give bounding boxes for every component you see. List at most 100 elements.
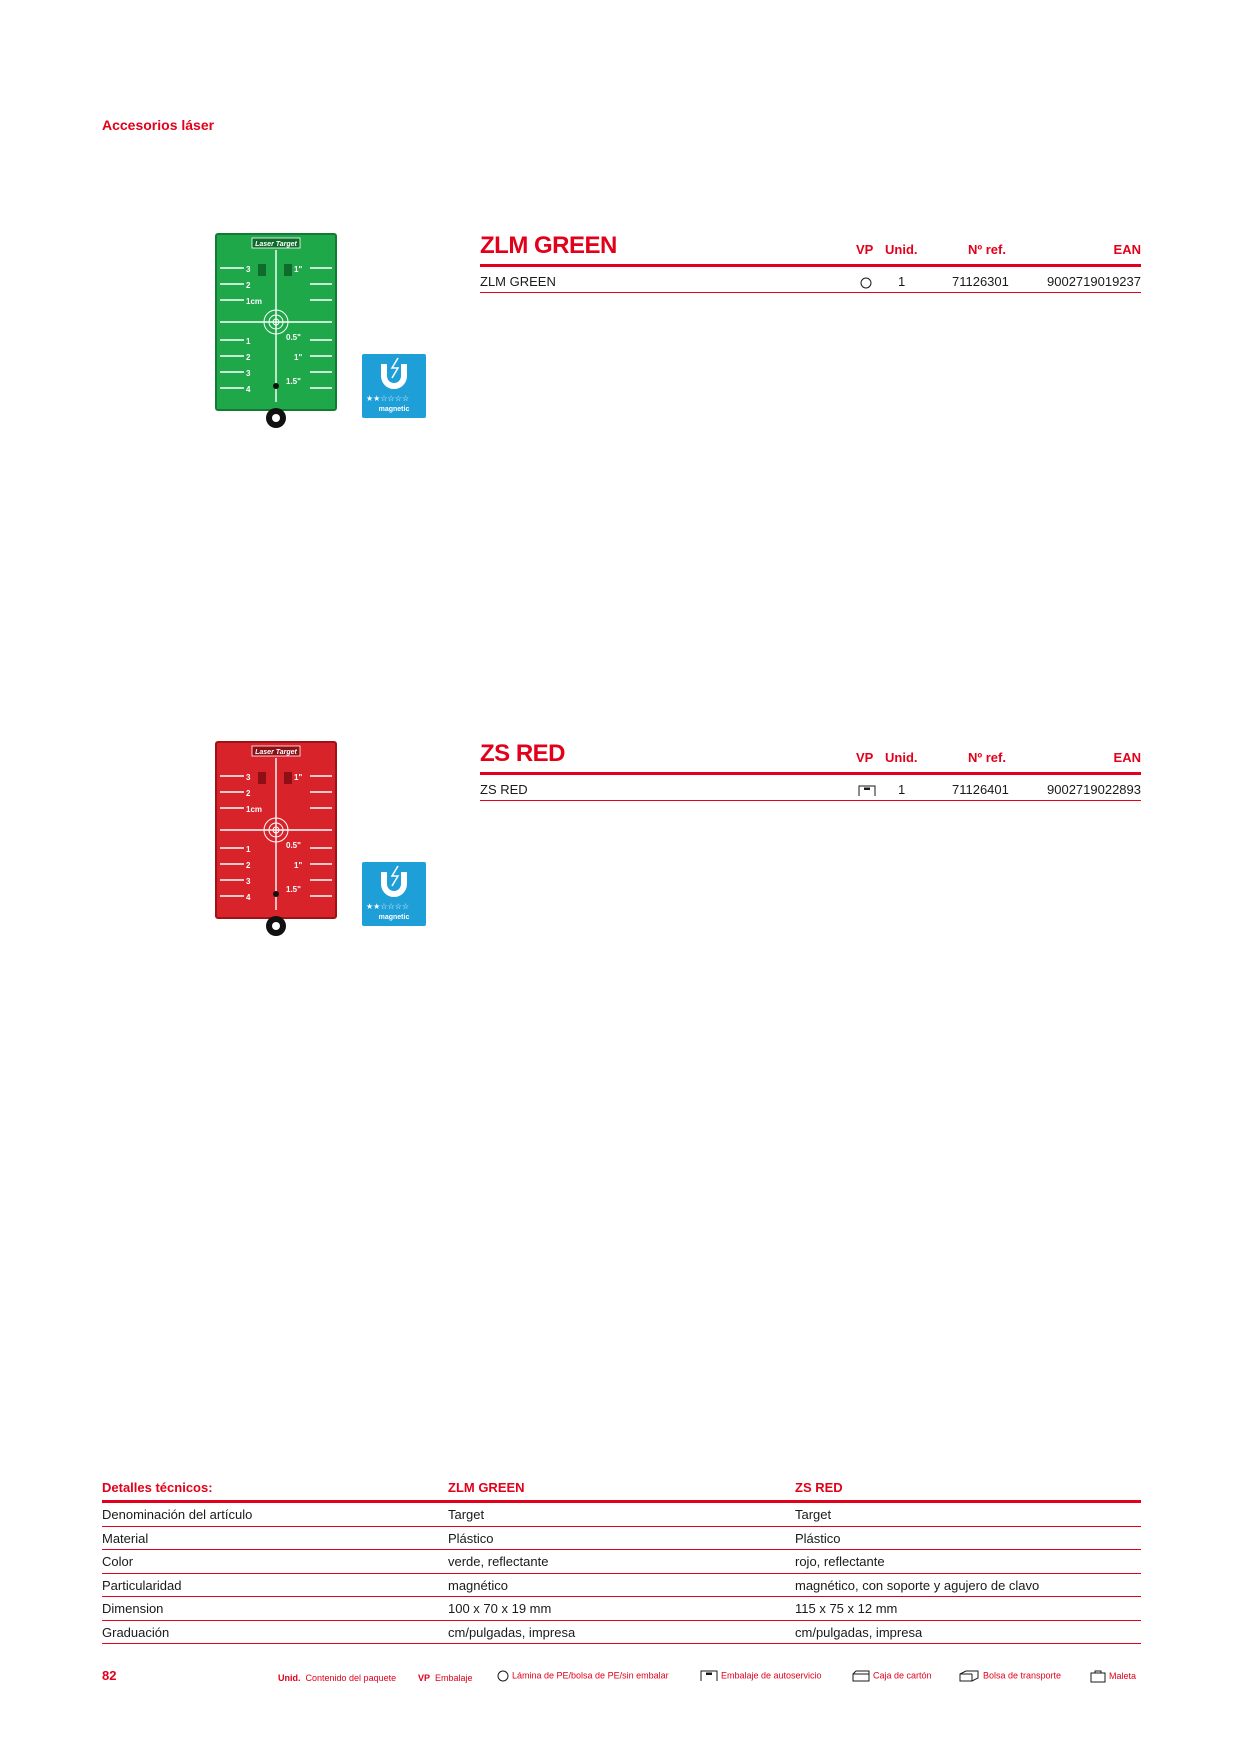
target-scale-label: 1 [246,845,251,854]
spec-row: Color verde, reflectante rojo, reflectan… [102,1550,1141,1574]
target-header-label: Laser Target [255,241,297,248]
product-unid: 1 [898,274,906,289]
target-scale-label: 2 [246,789,251,798]
spec-value: 115 x 75 x 12 mm [795,1601,898,1616]
pe-bag-icon [497,1670,509,1682]
target-scale-label: 1cm [246,297,262,306]
spec-label: Particularidad [102,1577,182,1593]
spec-value: Plástico [795,1530,841,1546]
target-scale-label: 2 [246,281,251,290]
spec-row: Material Plástico Plástico [102,1527,1141,1550]
spec-value: 100 x 70 x 19 mm [448,1601,552,1616]
row-rule [480,292,1141,293]
col-header-ref: Nº ref. [968,242,1006,257]
product-ean: 9002719019237 [1047,274,1141,289]
spec-value: Target [448,1507,485,1522]
pe-bag-icon [860,277,872,289]
header-rule [480,772,1141,775]
spec-label: Graduación [102,1624,170,1640]
legend-unid-text: Contenido del paquete [305,1673,397,1683]
legend-vp-abbr: VP [418,1673,431,1683]
self-service-pack-icon [700,1670,718,1681]
spec-value: Target [795,1507,832,1522]
tech-specs-table: Detalles técnicos: ZLM GREEN ZS RED Deno… [102,1480,1141,1644]
target-scale-label: 3 [246,773,251,782]
col-header-vp: VP [856,750,874,765]
transport-bag-icon [959,1670,979,1682]
legend-box: Caja de cartón [852,1670,932,1682]
product-ean: 9002719022893 [1047,782,1141,797]
spec-row: Particularidad magnético magnético, con … [102,1574,1141,1597]
spec-value: magnético [448,1577,508,1593]
col-header-unid: Unid. [885,242,918,257]
rating-stars: ★★☆☆☆☆ [366,902,410,911]
target-scale-label: 1" [294,861,302,870]
target-scale-label: 4 [246,893,251,902]
col-header-ean: EAN [1113,750,1141,765]
spec-header-label: Detalles técnicos: [102,1480,213,1495]
target-scale-label: 4 [246,385,251,394]
red-laser-target-image: Laser Target 3 2 1cm 1 2 3 4 1" 0. [215,741,337,936]
row-rule [480,800,1141,801]
page-number: 82 [102,1668,117,1683]
self-service-pack-icon [858,785,876,796]
legend-self-service-text: Embalaje de autoservicio [721,1670,822,1681]
rating-stars: ★★☆☆☆☆ [366,394,410,403]
target-scale-label: 3 [246,369,251,378]
product-title: ZS RED [480,740,566,767]
col-header-unid: Unid. [885,750,918,765]
spec-row: Graduación cm/pulgadas, impresa cm/pulga… [102,1621,1141,1644]
spec-value: rojo, reflectante [795,1554,885,1569]
legend-self-service: Embalaje de autoservicio [700,1670,822,1682]
product-name: ZS RED [480,782,528,797]
product-title: ZLM GREEN [480,232,617,259]
target-scale-label: 1.5" [286,885,301,894]
col-header-vp: VP [856,242,874,257]
magnetic-badge: ★★☆☆☆☆ magnetic [362,354,426,418]
legend-pe: Lámina de PE/bolsa de PE/sin embalar [497,1670,669,1682]
target-scale-label: 1" [294,353,302,362]
target-scale-label: 2 [246,861,251,870]
spec-row: Denominación del artículo Target Target [102,1503,1141,1527]
magnetic-label: magnetic [378,406,410,413]
target-scale-label: 1.5" [286,377,301,386]
target-scale-label: 3 [246,877,251,886]
cardboard-box-icon [852,1670,870,1682]
target-header-label: Laser Target [255,749,297,756]
header-rule [480,264,1141,267]
target-scale-label: 3 [246,265,251,274]
magnetic-label: magnetic [378,914,410,921]
target-scale-label: 1 [246,337,251,346]
spec-label: Material [102,1530,149,1546]
magnet-icon [381,357,407,389]
product-name: ZLM GREEN [480,274,556,289]
target-scale-label: 0.5" [286,841,301,850]
spec-header-row: Detalles técnicos: ZLM GREEN ZS RED [102,1480,1141,1503]
legend-bag-text: Bolsa de transporte [983,1670,1062,1681]
magnetic-badge: ★★☆☆☆☆ magnetic [362,862,426,926]
spec-value: Plástico [448,1530,494,1546]
product-ref: 71126301 [952,274,1009,289]
spec-label: Denominación del artículo [102,1507,253,1522]
section-title: Accesorios láser [102,117,215,133]
legend-unid-abbr: Unid. [278,1673,301,1683]
magnet-icon [381,865,407,897]
legend-vp: VP Embalaje [418,1673,473,1683]
spec-value: cm/pulgadas, impresa [795,1624,923,1640]
col-header-ean: EAN [1113,242,1141,257]
target-scale-label: 1" [294,773,302,782]
green-laser-target-image: Laser Target 3 2 1cm 1 2 3 4 1" 0. [215,233,337,428]
spec-header-zlm-green: ZLM GREEN [448,1480,525,1495]
legend-bag: Bolsa de transporte [958,1670,1061,1682]
target-scale-label: 0.5" [286,333,301,342]
col-header-ref: Nº ref. [968,750,1006,765]
spec-header-zs-red: ZS RED [795,1480,843,1495]
legend-pe-text: Lámina de PE/bolsa de PE/sin embalar [512,1670,669,1681]
spec-row: Dimension 100 x 70 x 19 mm 115 x 75 x 12… [102,1597,1141,1621]
legend-case-text: Maleta [1109,1670,1137,1681]
legend-case: Maleta [1090,1670,1136,1683]
case-icon [1090,1670,1106,1683]
target-scale-label: 1cm [246,805,262,814]
spec-label: Dimension [102,1601,164,1616]
legend-vp-text: Embalaje [435,1673,473,1683]
